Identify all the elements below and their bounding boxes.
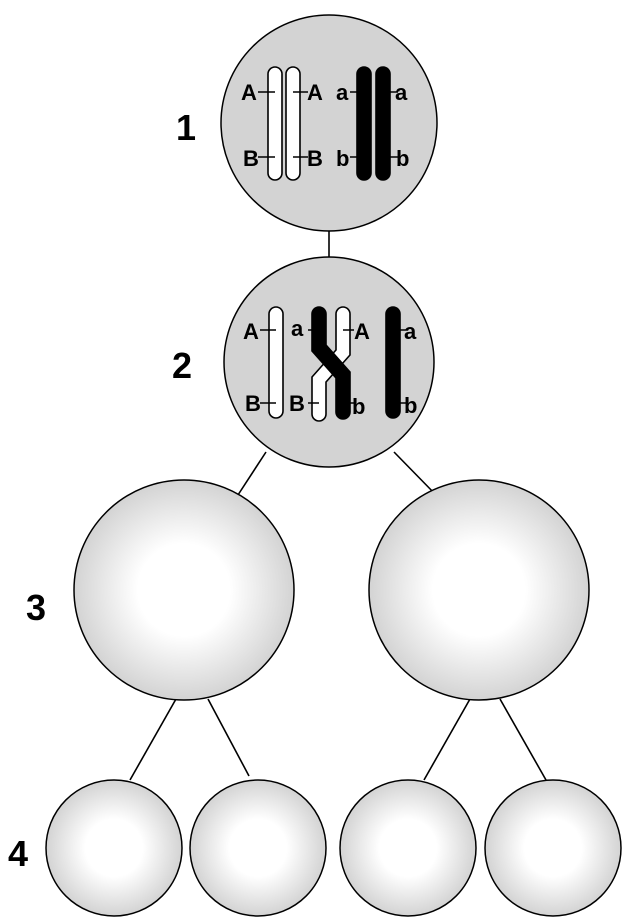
allele-b-1: b <box>336 146 349 171</box>
allele2-b-2: b <box>404 393 417 418</box>
link-3a-4b <box>207 698 250 777</box>
chromatid-white-1 <box>267 66 283 181</box>
cell-stage-3-right <box>368 479 590 701</box>
cell-stage-4-c <box>339 779 477 917</box>
link-3b-4c <box>423 698 471 781</box>
chromosomes-stage-2: A a A a B B b b <box>243 306 417 422</box>
allele-a-2: a <box>395 80 408 105</box>
allele2-a-2: a <box>404 319 417 344</box>
chromatid-white-2 <box>285 66 301 181</box>
allele2-A-2: A <box>354 319 370 344</box>
chromatid-crossover-black <box>311 306 351 420</box>
chromatid-black-1 <box>356 66 372 181</box>
link-3b-4d <box>499 698 547 781</box>
allele2-A-1: A <box>243 319 259 344</box>
stage-label-1: 1 <box>176 107 196 148</box>
cell-stage-3-left <box>73 479 295 701</box>
lineage-lines <box>129 230 547 781</box>
chromatid-black-right <box>385 306 401 419</box>
stage-label-2: 2 <box>172 345 192 386</box>
stage-label-3: 3 <box>26 587 46 628</box>
allele2-a-1: a <box>291 316 304 341</box>
allele-a-1: a <box>336 80 349 105</box>
cell-stage-1 <box>220 14 438 232</box>
stage-label-4: 4 <box>8 833 28 874</box>
cell-stage-4-a <box>45 779 183 917</box>
chromosomes-stage-1: A A a a B B b b <box>241 66 409 181</box>
cell-stage-4-b <box>189 779 327 917</box>
allele-A-1: A <box>241 80 257 105</box>
allele-A-2: A <box>307 80 323 105</box>
link-2-3b <box>393 451 438 497</box>
allele-B-2: B <box>307 146 323 171</box>
allele2-B-2: B <box>289 391 305 416</box>
allele2-B-1: B <box>245 391 261 416</box>
chromatid-white-left <box>268 306 284 419</box>
allele-B-1: B <box>243 146 259 171</box>
cell-stage-4-d <box>484 779 622 917</box>
link-3a-4a <box>129 698 177 781</box>
allele2-b-1: b <box>352 394 365 419</box>
allele-b-2: b <box>396 146 409 171</box>
chromatid-black-2 <box>375 66 391 181</box>
link-2-3a <box>235 451 267 499</box>
